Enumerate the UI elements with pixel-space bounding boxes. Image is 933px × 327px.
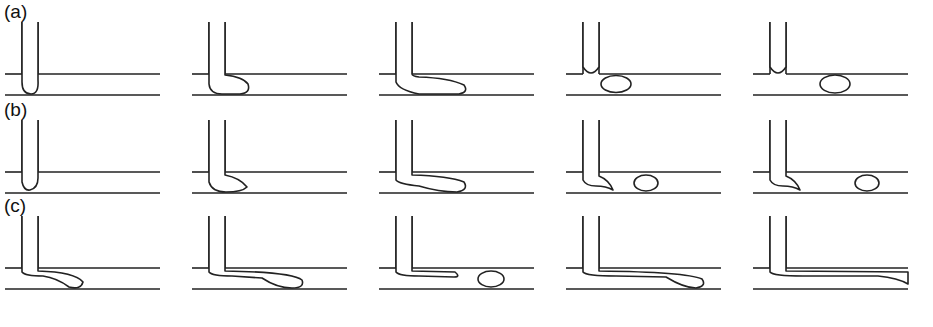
frame bbox=[566, 120, 721, 193]
droplet bbox=[634, 175, 658, 191]
droplet-thread bbox=[209, 120, 247, 192]
channel bbox=[566, 120, 721, 193]
panel-label: (a) bbox=[4, 2, 27, 21]
channel bbox=[753, 120, 908, 193]
frame bbox=[566, 22, 721, 95]
frame bbox=[379, 120, 534, 193]
channel bbox=[379, 216, 534, 289]
channel bbox=[5, 216, 160, 289]
droplet-thread bbox=[583, 22, 599, 73]
channel bbox=[566, 22, 721, 95]
frame bbox=[753, 22, 908, 95]
droplet-thread bbox=[209, 22, 249, 94]
frame bbox=[753, 120, 908, 193]
frame bbox=[566, 216, 721, 289]
panel-label: (b) bbox=[4, 100, 27, 119]
channel bbox=[5, 120, 160, 193]
frame bbox=[192, 216, 347, 289]
droplet-thread bbox=[583, 120, 613, 190]
droplet-thread bbox=[396, 120, 465, 192]
droplet bbox=[601, 76, 631, 93]
channel bbox=[753, 216, 908, 289]
droplet-thread bbox=[770, 216, 908, 284]
frame bbox=[379, 22, 534, 95]
channel bbox=[192, 120, 347, 193]
droplet-thread bbox=[209, 216, 303, 288]
channel bbox=[192, 216, 347, 289]
channel bbox=[192, 22, 347, 95]
frame bbox=[379, 216, 534, 289]
frame bbox=[5, 216, 160, 289]
droplet-thread bbox=[770, 120, 800, 190]
droplet bbox=[855, 175, 879, 191]
droplet-thread bbox=[22, 216, 83, 288]
panel-label: (c) bbox=[4, 196, 26, 215]
channel bbox=[566, 216, 721, 289]
channel bbox=[5, 22, 160, 95]
droplet bbox=[478, 271, 504, 287]
channel bbox=[379, 120, 534, 193]
frame bbox=[753, 216, 908, 289]
frame bbox=[5, 22, 160, 95]
droplet-thread bbox=[22, 120, 38, 190]
channel bbox=[379, 22, 534, 95]
frame bbox=[192, 22, 347, 95]
droplet-thread bbox=[22, 22, 38, 94]
droplet-thread bbox=[396, 216, 458, 277]
droplet-thread bbox=[583, 216, 704, 288]
channel bbox=[753, 22, 908, 95]
droplet-thread bbox=[396, 22, 466, 94]
droplet bbox=[820, 75, 850, 93]
frame bbox=[192, 120, 347, 193]
frame bbox=[5, 120, 160, 193]
droplet-thread bbox=[770, 22, 786, 73]
